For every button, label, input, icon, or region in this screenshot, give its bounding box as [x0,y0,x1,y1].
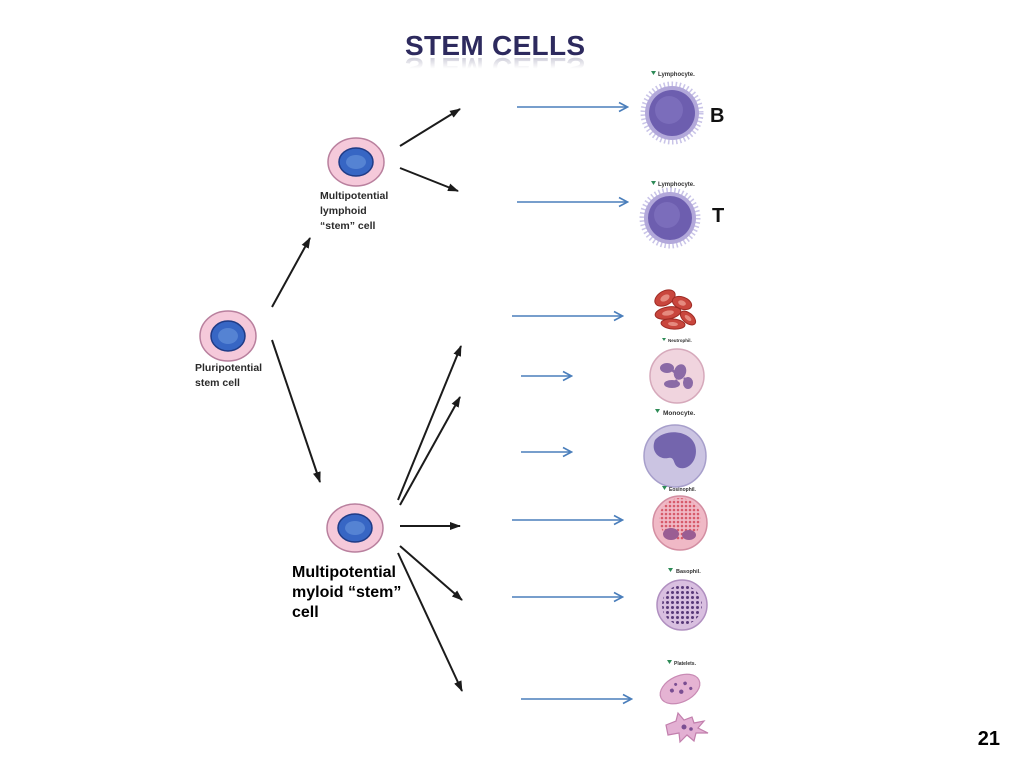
monocyte-cell [643,424,707,488]
triangle-down-icon [662,338,666,341]
nucleus-highlight [345,521,365,535]
triangle-down-icon [662,486,667,490]
triangle-down-icon [667,660,672,664]
platelets-caption: Platelets. [667,660,697,667]
caption-text: Monocyte. [663,410,695,417]
cell-villi [640,81,704,145]
myeloid-stem-cell [326,503,384,553]
myeloid-label: Multipotential myloid “stem” cell [292,564,406,621]
nucleus-highlight [218,328,238,344]
caption-text: Lymphocyte. [658,182,695,188]
myeloid-label-line: myloid “stem” [292,584,401,601]
neutrophil-caption: Neutrophil. [662,338,692,343]
triangle-down-icon [651,181,656,185]
caption-text: Neutrophil. [668,338,692,343]
arrow-myeloid-to-erythrocyte [397,345,462,501]
b-cell-tag: B [710,105,724,127]
page-number: 21 [977,728,1000,750]
arrow-lymphoid-to-b-lymphocyte [399,108,461,147]
pointer-arrows [512,107,631,699]
pluripotential-label-line: stem cell [195,377,240,389]
triangle-down-icon [655,409,660,413]
slide-title: STEM CELLS [405,30,586,61]
caption-text: Eosinophil. [669,487,697,493]
cell-granules [662,585,702,625]
pluripotential-stem-cell [199,310,257,362]
erythrocyte [679,310,697,326]
cell-nucleus [653,432,696,469]
eosinophil-cell [652,495,708,551]
t-lymphocyte-cell [639,187,701,249]
pluripotential-label: Pluripotential stem cell [195,362,265,389]
t-lymphocyte-caption: Lymphocyte. [651,181,695,188]
arrow-myeloid-to-neutrophil [399,396,461,506]
cell-nucleus-lobe [663,528,679,540]
arrow-lymphoid-to-t-lymphocyte [399,167,459,192]
cell-villi [639,187,701,249]
monocyte-caption: Monocyte. [655,409,695,417]
eosinophil-caption: Eosinophil. [662,486,697,493]
nucleus-highlight [346,155,366,169]
nucleus-highlight [655,96,683,124]
erythrocyte [654,306,682,320]
nucleus-highlight [654,202,680,228]
basophil-cell [656,579,708,631]
platelet-oval [659,673,701,705]
lymphoid-label-line: Multipotential [320,190,388,202]
caption-text: Basophil. [676,569,701,575]
lymphoid-label-line: lymphoid [320,205,367,217]
caption-text: Lymphocyte. [658,72,695,78]
myeloid-label-line: cell [292,604,319,621]
platelet-activated [665,711,709,744]
cell-nucleus-lobes [660,363,693,389]
red-blood-cells [654,289,697,330]
triangle-down-icon [668,568,673,572]
lymphoid-stem-cell [327,137,385,187]
arrow-pluripotential-to-lymphoid [271,237,311,308]
triangle-down-icon [651,71,656,75]
lymphoid-label: Multipotential lymphoid “stem” cell [320,190,391,232]
arrow-myeloid-to-basophil [399,545,463,601]
b-lymphocyte-cell [640,81,704,145]
erythrocyte [654,289,676,307]
b-lymphocyte-caption: Lymphocyte. [651,71,695,78]
myeloid-label-line: Multipotential [292,564,396,581]
erythrocyte [660,318,686,330]
t-cell-tag: T [712,205,724,227]
basophil-caption: Basophil. [668,568,701,575]
caption-text: Platelets. [674,661,697,667]
cell-nucleus-lobe [682,530,696,540]
arrow-myeloid-to-platelets [397,552,463,692]
lymphoid-label-line: “stem” cell [320,220,376,232]
neutrophil-cell [649,348,705,404]
arrow-pluripotential-to-myeloid [271,339,321,483]
pluripotential-label-line: Pluripotential [195,362,262,374]
differentiation-arrows [271,108,463,692]
